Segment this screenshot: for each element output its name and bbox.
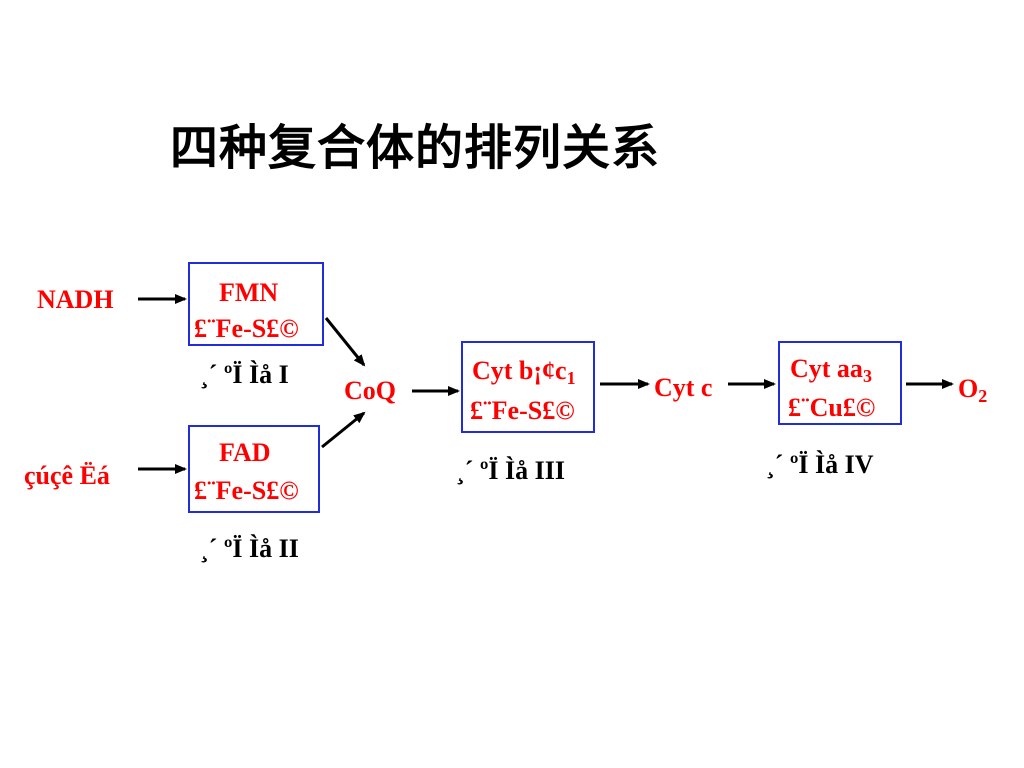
complex-iv-box [778,341,902,425]
complex-i-box [188,262,324,346]
complex-iv-cyt: Cyt aa3 [790,354,872,386]
succinate-label: çúçê Ëá [24,461,110,490]
nadh-label: NADH [37,285,114,314]
arrow-complex-ii-to-coq [321,411,366,449]
complex-ii-fad: FAD [219,438,271,467]
complex-iv-cu: £¨Cu£© [788,393,876,422]
o2-label: O2 [958,374,987,406]
complex-ii-box [188,425,320,513]
complex-iii-fes: £¨Fe-S£© [470,396,575,425]
complex-iv-cyt-main: Cyt aa [790,354,863,383]
complex-iii-cyt: Cyt b¡¢c1 [472,356,576,388]
complex-iv-cyt-sub: 3 [862,366,872,386]
page-title: 四种复合体的排列关系 [170,120,661,176]
complex-iii-label: ¸´ ºÏ Ìå III [456,456,565,485]
complex-i-fmn: FMN [219,278,279,307]
complex-i-label: ¸´ ºÏ Ìå I [200,360,289,389]
complex-ii-label: ¸´ ºÏ Ìå II [200,534,299,563]
complex-iii-cyt-sub: 1 [566,368,576,388]
complex-i-fes: £¨Fe-S£© [194,314,299,343]
arrow-complex-i-to-coq [324,317,366,367]
coq-label: CoQ [344,376,396,405]
complex-iii-cyt-main: Cyt b¡¢c [472,356,567,385]
cytc-label: Cyt c [654,373,713,402]
o2-sub: 2 [978,386,988,406]
complex-ii-fes: £¨Fe-S£© [194,476,299,505]
complex-iii-box [461,341,595,433]
o2-main: O [958,374,979,403]
complex-iv-label: ¸´ ºÏ Ìå IV [766,450,874,479]
